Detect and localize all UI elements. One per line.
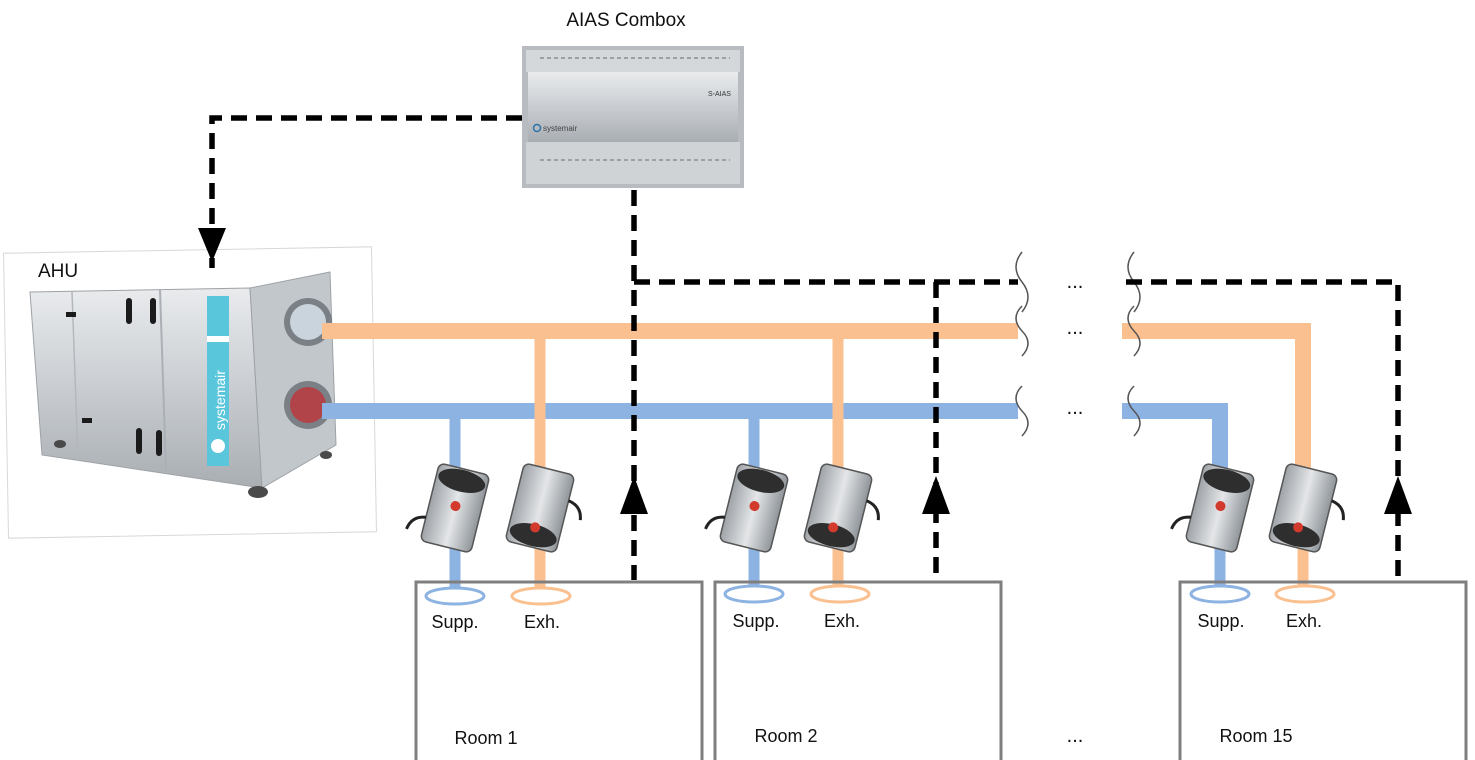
arrow-room2 xyxy=(922,476,950,514)
room-2: Supp. Exh. Room 2 xyxy=(713,580,1003,760)
supply-diffuser-room1 xyxy=(424,586,486,606)
room-15: Supp. Exh. Room 15 xyxy=(1178,580,1468,760)
exhaust-label-room15: Exh. xyxy=(1286,611,1322,631)
exhaust-diffuser-room2 xyxy=(809,584,871,604)
supply-diffuser-room2 xyxy=(723,584,785,604)
damper-supply-room15 xyxy=(1170,463,1255,553)
damper-supply-room2 xyxy=(704,463,789,553)
supply-duct-network xyxy=(322,403,1228,470)
damper-supply-room1 xyxy=(405,463,490,553)
arrow-room1 xyxy=(620,476,648,514)
signal-line-to-ahu xyxy=(209,115,522,268)
controller-brand: systemair xyxy=(543,124,578,133)
exhaust-main-duct-end xyxy=(1122,323,1311,470)
room-2-box xyxy=(713,580,1003,760)
room-2-name: Room 2 xyxy=(754,726,817,746)
signal-arrows xyxy=(198,228,1412,514)
room-15-box xyxy=(1178,580,1468,760)
controller-title: AIAS Combox xyxy=(566,10,686,31)
ellipsis-exhaust: ... xyxy=(1067,317,1084,339)
ellipsis-supply: ... xyxy=(1067,397,1084,419)
supply-label-room1: Supp. xyxy=(431,612,478,632)
damper-exhaust-room1 xyxy=(505,463,582,553)
damper-exhaust-room2 xyxy=(803,463,880,553)
room-15-name: Room 15 xyxy=(1219,726,1292,746)
aias-combox-device: S-AIAS systemair xyxy=(522,46,744,188)
arrow-to-ahu xyxy=(198,228,226,262)
exhaust-duct-network xyxy=(322,323,1311,470)
supply-main-duct-end xyxy=(1122,403,1228,470)
room-1-box xyxy=(414,580,704,760)
signal-bus xyxy=(209,115,1401,580)
exhaust-label-room1: Exh. xyxy=(524,612,560,632)
controller-model: S-AIAS xyxy=(708,91,731,98)
exhaust-label-room2: Exh. xyxy=(824,611,860,631)
ellipsis-signal: ... xyxy=(1067,271,1084,293)
signal-bus-line-end xyxy=(1126,279,1401,580)
damper-exhaust-room15 xyxy=(1268,463,1345,553)
exhaust-branches xyxy=(534,331,1309,592)
ellipsis-rooms: ... xyxy=(1067,725,1084,747)
exhaust-diffuser-room1 xyxy=(510,586,572,606)
supply-label-room15: Supp. xyxy=(1197,611,1244,631)
exhaust-diffuser-room15 xyxy=(1274,584,1336,604)
room-1: Supp. Exh. Room 1 xyxy=(414,580,704,760)
supply-diffuser-room15 xyxy=(1189,584,1251,604)
supply-label-room2: Supp. xyxy=(732,611,779,631)
arrow-room15 xyxy=(1384,476,1412,514)
room-1-name: Room 1 xyxy=(454,728,517,748)
ahu-brand: systemair xyxy=(212,370,228,430)
ahu-unit: systemair xyxy=(29,271,337,498)
ahu-label: AHU xyxy=(38,261,78,282)
